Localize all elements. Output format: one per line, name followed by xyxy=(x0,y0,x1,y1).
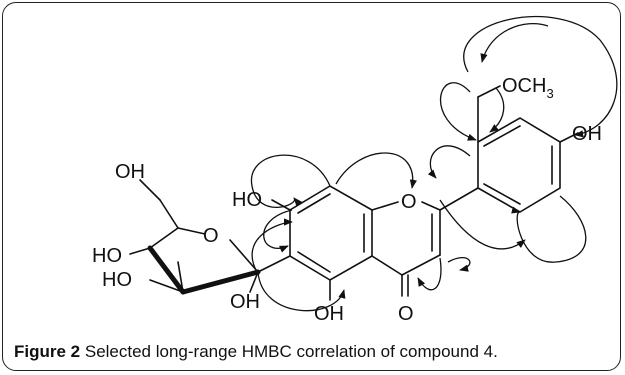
hmbc-arrow xyxy=(427,145,471,179)
atom-labels: OCH3 OH O HO OH O OH O HO HO OH xyxy=(92,75,602,325)
atom-sugar-ho-bottom: HO xyxy=(102,269,132,291)
hmbc-arrow xyxy=(417,257,442,291)
figure-frame xyxy=(2,2,621,371)
atom-ring-o: O xyxy=(401,191,417,213)
figure-caption: Figure 2 Selected long-range HMBC correl… xyxy=(14,342,498,362)
atom-sugar-o: O xyxy=(203,225,219,247)
atom-och3: OCH3 xyxy=(502,75,554,101)
hmbc-arrow xyxy=(489,87,505,133)
hmbc-arrow xyxy=(480,22,549,63)
hmbc-correlations xyxy=(250,15,618,312)
hmbc-arrow xyxy=(439,199,526,250)
hmbc-arrow xyxy=(250,154,331,209)
hmbc-arrow xyxy=(463,15,618,138)
atom-a-ho: HO xyxy=(232,189,262,211)
atom-a-oh: OH xyxy=(314,303,344,325)
c-ring xyxy=(371,201,441,297)
hmbc-arrow xyxy=(447,256,471,272)
b-ring xyxy=(439,85,579,213)
atom-carbonyl-o: O xyxy=(398,303,414,325)
a-ring xyxy=(257,185,373,301)
hmbc-arrow xyxy=(511,195,587,263)
figure-label: Figure 2 xyxy=(14,342,81,361)
hmbc-arrow xyxy=(263,209,293,253)
atom-sugar-ho-top: HO xyxy=(92,245,122,267)
hmbc-arrow xyxy=(257,271,346,312)
hmbc-arrow xyxy=(335,152,417,189)
figure-caption-text: Selected long-range HMBC correlation of … xyxy=(84,342,498,361)
atom-ring-oh: OH xyxy=(572,123,602,145)
hmbc-arrow xyxy=(439,82,477,141)
atom-sugar-oh: OH xyxy=(230,291,260,313)
glucose-ring xyxy=(129,179,261,295)
atom-sugar-ch2oh: OH xyxy=(115,161,145,183)
